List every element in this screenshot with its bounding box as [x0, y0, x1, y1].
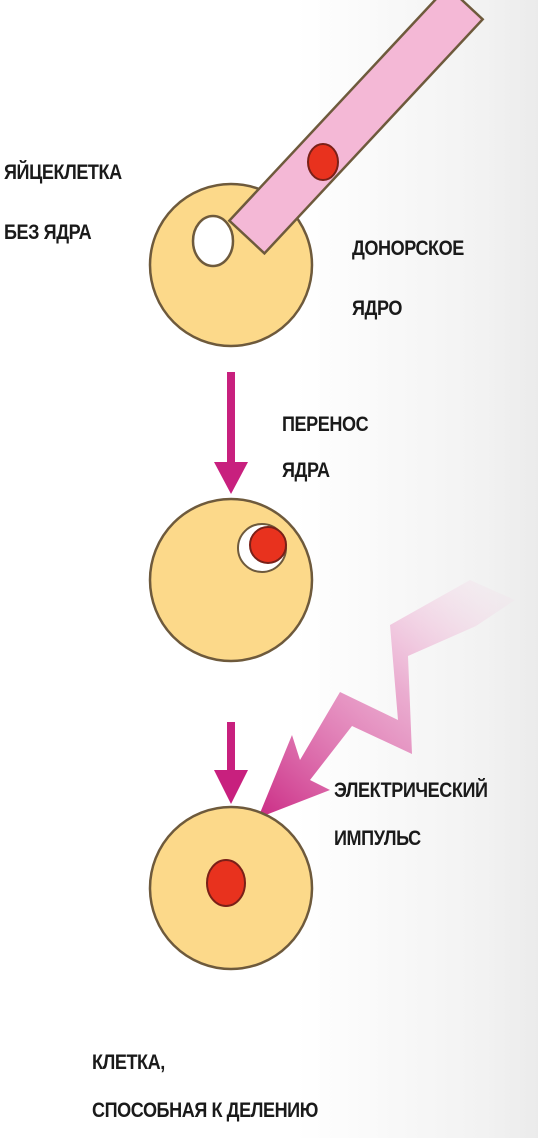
- result-label-line2: СПОСОБНАЯ К ДЕЛЕНИЮ: [92, 1100, 318, 1121]
- donor-nucleus: [308, 144, 338, 180]
- egg-label-line2: БЕЗ ЯДРА: [4, 222, 91, 243]
- donor-nucleus-label-line2: ЯДРО: [352, 298, 402, 319]
- transfer-label-line1: ПЕРЕНОС: [282, 414, 368, 435]
- impulse-label-line1: ЭЛЕКТРИЧЕСКИЙ: [334, 780, 488, 801]
- micropipette: [229, 0, 482, 253]
- donor-nucleus-label-line1: ДОНОРСКОЕ: [352, 238, 464, 259]
- egg-label-line1: ЯЙЦЕКЛЕТКА: [4, 162, 122, 183]
- division-arrow: [214, 722, 248, 804]
- empty-nucleus-space: [193, 216, 233, 266]
- egg-with-nucleus: [150, 499, 312, 661]
- transferred-nucleus: [250, 527, 286, 563]
- impulse-label-line2: ИМПУЛЬС: [334, 828, 421, 849]
- transfer-arrow: [214, 372, 248, 494]
- result-label-line1: КЛЕТКА,: [92, 1052, 165, 1073]
- transfer-label-line2: ЯДРА: [282, 460, 330, 481]
- cell-nucleus: [207, 860, 245, 906]
